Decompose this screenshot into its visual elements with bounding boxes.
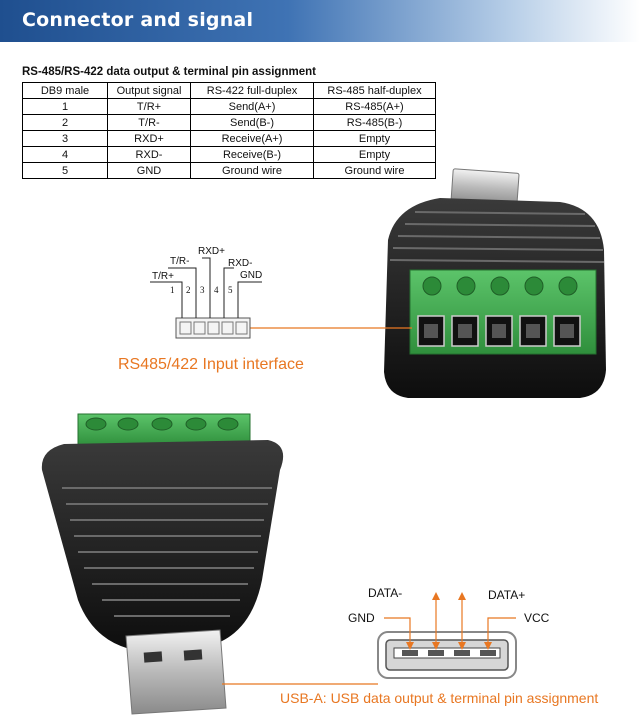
column-header: Output signal — [107, 82, 191, 99]
terminal-schematic — [150, 257, 262, 339]
table-row: 3 RXD+ Receive(A+) Empty — [22, 130, 436, 147]
pin-number: 5 — [228, 285, 233, 295]
usb-label-data-plus: DATA+ — [488, 588, 526, 602]
device-body-bottom — [41, 440, 284, 652]
usb-label-data-minus: DATA- — [368, 586, 403, 600]
table-row: 4 RXD- Receive(B-) Empty — [22, 146, 436, 163]
pin-number: 4 — [214, 285, 219, 295]
converter-device-top — [384, 168, 606, 398]
table-cell: Ground wire — [190, 162, 314, 179]
body-ribs-top — [389, 211, 605, 263]
table-cell: RS-485(B-) — [313, 114, 436, 131]
usb-plug-bottom — [125, 629, 227, 715]
table-header-row: DB9 male Output signal RS-422 full-duple… — [22, 82, 436, 99]
terminal-caption: RS485/422 Input interface — [118, 356, 304, 373]
usb-a-schematic — [377, 592, 517, 679]
pin-assignment-table: DB9 male Output signal RS-422 full-duple… — [22, 82, 436, 179]
pin-label-rxd-minus: RXD- — [228, 258, 253, 269]
pin-label-gnd: GND — [240, 270, 263, 281]
section-header: Connector and signal — [0, 0, 640, 42]
pin-label-rxd-plus: RXD+ — [198, 246, 225, 257]
table-row: 1 T/R+ Send(A+) RS-485(A+) — [22, 98, 436, 115]
usb-label-gnd: GND — [348, 611, 375, 625]
table-cell: Send(B-) — [190, 114, 314, 131]
terminal-slot-centers-top — [424, 324, 574, 338]
usb-label-vcc: VCC — [524, 611, 550, 625]
pin-number: 2 — [186, 285, 191, 295]
table-cell: Receive(A+) — [190, 130, 314, 147]
pin-number: 1 — [170, 285, 175, 295]
table-cell: Ground wire — [313, 162, 436, 179]
table-cell: Send(A+) — [190, 98, 314, 115]
table-row: 2 T/R- Send(B-) RS-485(B-) — [22, 114, 436, 131]
body-ribs-bottom — [62, 487, 272, 617]
pin-label-tr-plus: T/R+ — [152, 271, 174, 282]
column-header: DB9 male — [22, 82, 108, 99]
usb-caption: USB-A: USB data output & terminal pin as… — [280, 690, 599, 706]
table-cell: RS-485(A+) — [313, 98, 436, 115]
table-title: RS-485/RS-422 data output & terminal pin… — [22, 66, 316, 78]
table-row: 5 GND Ground wire Ground wire — [22, 162, 436, 179]
converter-device-bottom — [41, 413, 284, 715]
pin-label-tr-minus: T/R- — [170, 256, 190, 267]
pin-number: 3 — [200, 285, 205, 295]
section-title: Connector and signal — [22, 9, 254, 31]
terminal-screws-top — [422, 276, 578, 296]
terminal-screws-bottom — [85, 417, 239, 431]
